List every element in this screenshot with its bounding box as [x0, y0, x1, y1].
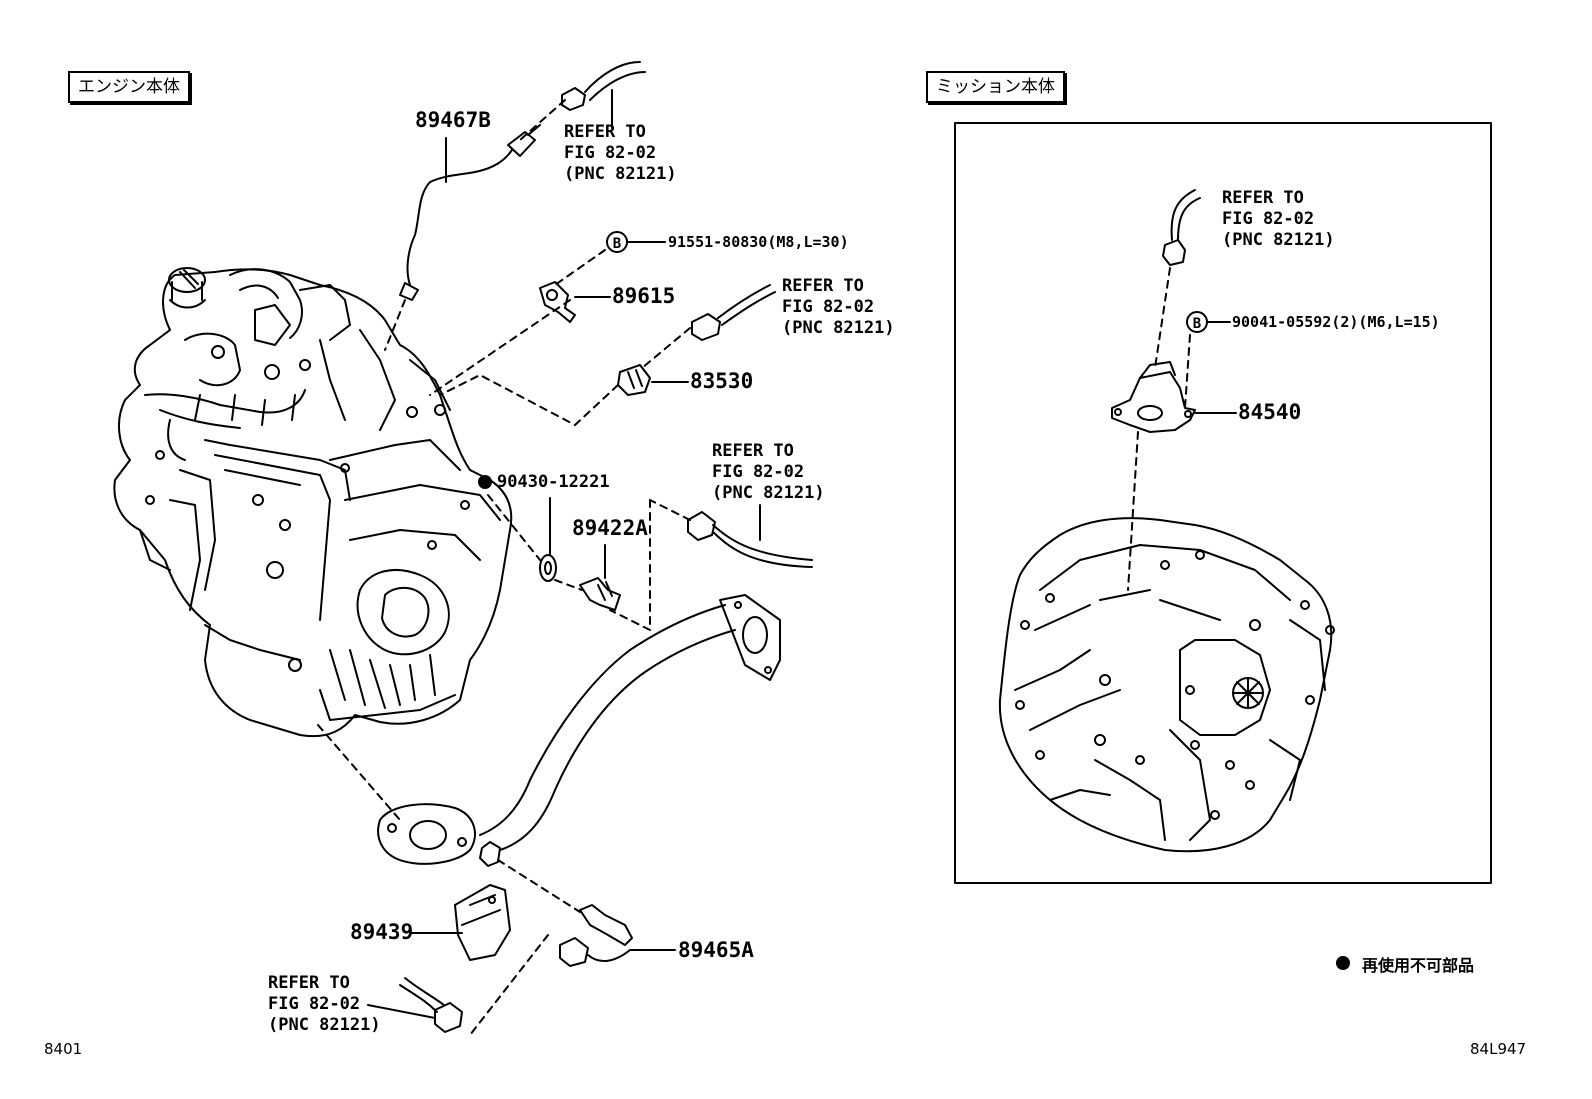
b-label-left: B — [613, 236, 621, 252]
engine-body-header: エンジン本体 — [68, 71, 190, 103]
bracket-89439-drawing — [454, 884, 511, 961]
connector-84540-drawing — [1162, 189, 1201, 266]
part-84540: 84540 — [1238, 400, 1302, 424]
part-89615: 89615 — [612, 284, 676, 308]
switch-83530-drawing — [617, 284, 776, 396]
part-90430-12221: 90430-12221 — [497, 472, 610, 492]
dashed-leaders-right — [1127, 267, 1191, 591]
sensor-84540-drawing — [1111, 361, 1196, 433]
solid-leaders-left — [367, 89, 761, 1019]
sensor-89615-drawing — [539, 281, 576, 323]
engine-assembly-drawing — [113, 267, 513, 738]
part-89467b: 89467B — [415, 108, 491, 132]
mission-body-header: ミッション本体 — [926, 71, 1065, 103]
solid-leaders-right — [1194, 321, 1237, 414]
mission-detail-frame — [954, 122, 1492, 884]
part-89439: 89439 — [350, 920, 414, 944]
exhaust-pipe-drawing — [377, 594, 781, 867]
legend-non-reusable: 再使用不可部品 — [1362, 956, 1475, 975]
part-83530: 83530 — [690, 369, 754, 393]
non-reusable-dot — [478, 475, 492, 489]
part-90041-05592: 90041-05592(2)(M6,L=15) — [1232, 313, 1440, 331]
b-label-right: B — [1193, 316, 1201, 332]
part-89465a: 89465A — [678, 938, 754, 962]
sensor-89422a-drawing — [539, 511, 813, 611]
bolt-b-marker-left — [606, 231, 628, 253]
diagram-code-right: 84L947 — [1470, 1040, 1527, 1058]
legend-dot — [1336, 956, 1350, 970]
part-89422a: 89422A — [572, 516, 648, 540]
part-91551-80830: 91551-80830(M8,L=30) — [668, 233, 849, 251]
diagram-code-left: 8401 — [44, 1040, 83, 1058]
sensor-89467b-drawing — [399, 61, 646, 301]
sensor-89465a-drawing — [399, 904, 633, 1033]
dashed-leaders-left — [317, 99, 691, 1036]
transmission-drawing — [998, 517, 1335, 853]
bolt-b-marker-right — [1186, 311, 1208, 333]
